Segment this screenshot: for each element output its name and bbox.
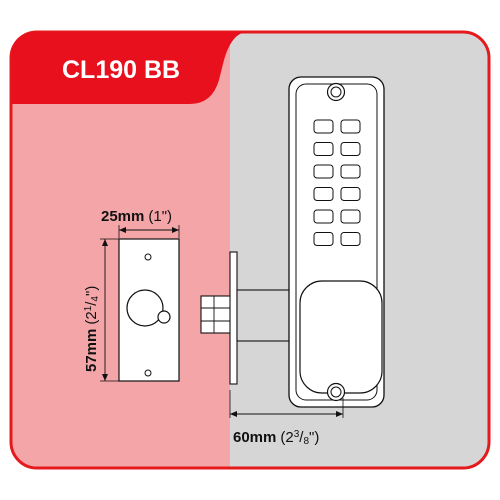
keypad-button xyxy=(340,164,361,179)
width-label: 25mm(1") xyxy=(101,208,172,225)
strike-plate-screw-top xyxy=(144,253,152,261)
backset-dimension: 60mm(23/8") xyxy=(229,390,344,447)
keypad-button xyxy=(340,142,361,156)
height-inch-mark: " xyxy=(83,291,100,296)
lock-handle-lever xyxy=(299,280,383,394)
width-dimension: 25mm(1") xyxy=(101,208,180,238)
backset-mm: 60mm xyxy=(233,429,276,446)
keypad-button xyxy=(340,187,361,201)
backset-inch-num: 3 xyxy=(294,429,300,440)
keypad-button xyxy=(313,119,334,134)
height-label: 57mm (21/4") xyxy=(83,286,101,372)
height-paren-open: ( xyxy=(83,320,100,325)
product-title: CL190 BB xyxy=(62,56,180,84)
backset-paren-open: ( xyxy=(280,429,285,446)
lock-top-screw-inner xyxy=(330,86,342,98)
width-inch: 1" xyxy=(153,208,167,225)
keypad-button xyxy=(340,209,361,224)
strike-plate xyxy=(118,238,180,382)
width-paren-close: ) xyxy=(167,208,172,225)
keypad-button xyxy=(313,232,334,246)
height-inch-sep: / xyxy=(83,301,100,306)
keypad-button xyxy=(313,164,334,179)
backset-inch-mark: " xyxy=(309,429,314,446)
height-inch-den: 4 xyxy=(90,296,101,302)
backset-inch-sep: / xyxy=(299,429,304,446)
height-inch-whole: 2 xyxy=(83,311,100,319)
keypad-button xyxy=(340,119,361,134)
height-dimension: 57mm (21/4") xyxy=(83,238,119,382)
keypad-button xyxy=(340,232,361,246)
latch-body xyxy=(236,289,293,342)
width-paren-open: ( xyxy=(148,208,153,225)
strike-plate-screw-bottom xyxy=(144,369,152,377)
backset-label: 60mm(23/8") xyxy=(233,429,319,447)
keypad-button xyxy=(313,142,334,156)
keypad-button xyxy=(313,187,334,201)
strike-plate-small-hole xyxy=(157,310,171,324)
outer-frame xyxy=(9,30,491,470)
width-mm: 25mm xyxy=(101,208,144,225)
keypad-lock-unit xyxy=(288,76,385,408)
keypad-buttons xyxy=(313,119,361,246)
backset-inch-den: 8 xyxy=(303,436,309,447)
backset-inch-whole: 2 xyxy=(285,429,293,446)
height-inch-num: 1 xyxy=(83,305,94,311)
backset-paren-close: ) xyxy=(314,429,319,446)
height-mm: 57mm xyxy=(83,329,100,372)
title-tab xyxy=(11,32,248,104)
latch-faceplate xyxy=(229,251,238,385)
keypad-button xyxy=(313,209,334,224)
latch-assembly xyxy=(200,251,293,385)
height-paren-close: ) xyxy=(83,286,100,291)
latch-bolt xyxy=(200,295,232,334)
lock-bottom-screw-inner xyxy=(330,386,342,398)
strike-plate-spindle-hole xyxy=(126,289,164,327)
